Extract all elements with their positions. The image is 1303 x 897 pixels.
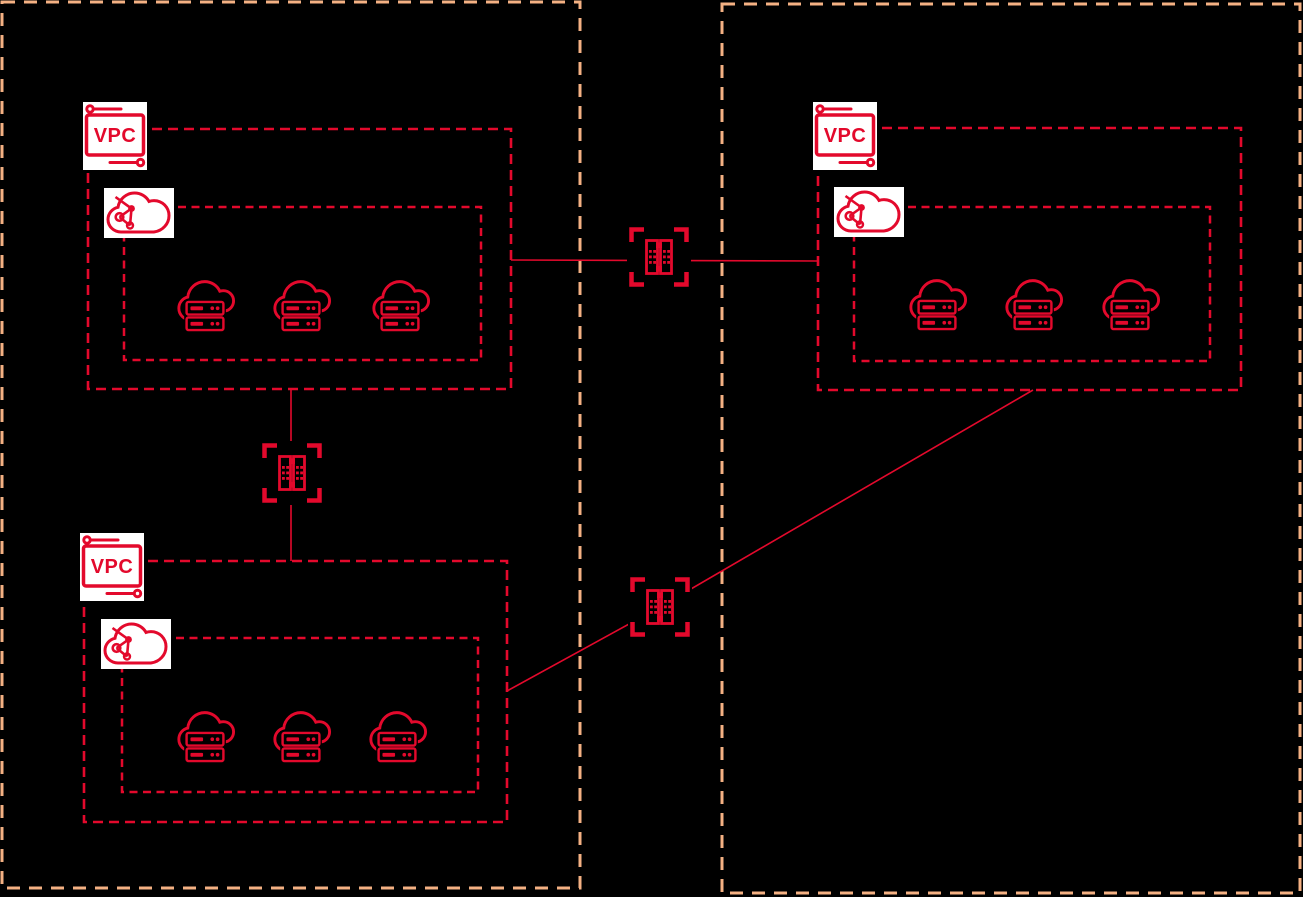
vpc-badge-icon: VPC <box>80 533 144 601</box>
vpc-label: VPC <box>824 125 867 147</box>
cloud-network-icon <box>104 188 174 238</box>
vpc-top-right: VPC <box>813 102 1243 392</box>
vpc-border <box>82 559 509 824</box>
subnet-border <box>122 205 483 362</box>
region-left-border <box>0 0 582 890</box>
vpc-peering-icon <box>628 575 692 639</box>
vpc-bottom-left: VPC <box>80 533 509 824</box>
cloud-server-icon <box>177 711 236 763</box>
vpc-top-left: VPC <box>83 102 513 391</box>
connection-diagonal <box>506 389 1034 692</box>
cloud-server-icon <box>372 280 431 332</box>
vpc-border <box>86 127 513 391</box>
cloud-server-icon <box>273 711 332 763</box>
vpc-label: VPC <box>94 125 137 147</box>
cloud-server-icon <box>1102 279 1161 331</box>
vpc-peering-icon <box>627 225 691 289</box>
cloud-server-icon <box>909 279 968 331</box>
cloud-server-icon <box>1005 279 1064 331</box>
subnet-border <box>120 636 480 794</box>
cloud-server-icon <box>177 280 236 332</box>
cloud-network-icon <box>101 619 171 669</box>
cloud-server-icon <box>369 711 428 763</box>
vpc-label: VPC <box>91 556 134 578</box>
vpc-border <box>816 126 1243 392</box>
cloud-server-icon <box>273 280 332 332</box>
subnet-border <box>852 205 1212 363</box>
region-right-border <box>720 2 1302 895</box>
cloud-network-icon <box>834 187 904 237</box>
vpc-peering-icon <box>260 441 324 505</box>
vpc-badge-icon: VPC <box>813 102 877 170</box>
vpc-badge-icon: VPC <box>83 102 147 170</box>
